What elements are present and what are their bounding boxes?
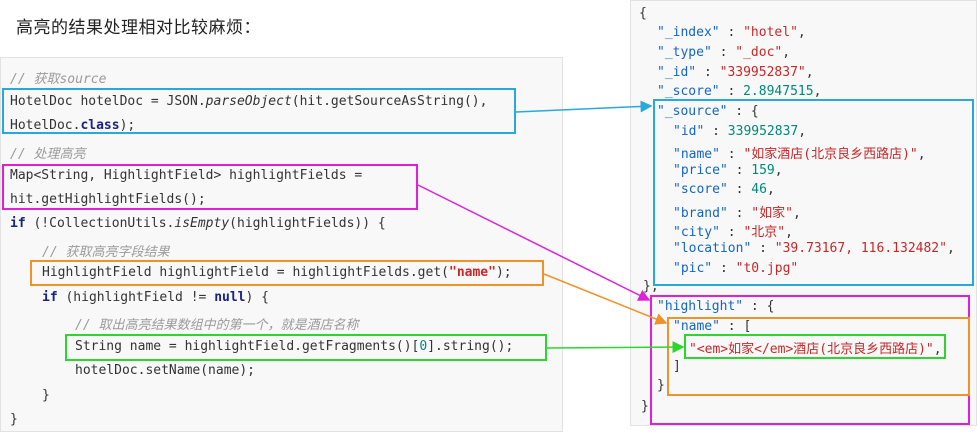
- json-key: "pic": [673, 261, 713, 276]
- code-token: String name = highlightField.getFragment…: [75, 339, 420, 354]
- json-value: "如家": [751, 206, 793, 221]
- code-line-if-empty: if (!CollectionUtils.isEmpty(highlightFi…: [10, 216, 386, 231]
- json-value: "_doc": [735, 45, 783, 60]
- json-close-brace: }: [641, 399, 649, 414]
- json-line-highlight-name: "name" : [: [673, 319, 752, 334]
- json-key: "name": [673, 147, 720, 162]
- json-key: "price": [673, 163, 728, 178]
- json-key: "highlight": [657, 299, 744, 314]
- code-token: ) {: [245, 290, 269, 305]
- json-key: "_type": [657, 45, 712, 60]
- json-line-source-brand: "brand" : "如家",: [673, 206, 801, 221]
- json-line-source-location: "location" : "39.73167, 116.132482",: [673, 241, 955, 256]
- json-line-source-city: "city" : "北京",: [673, 225, 793, 240]
- json-key: "score": [673, 182, 728, 197]
- code-line-close-outer: }: [10, 412, 18, 427]
- code-token: HotelDoc.: [10, 118, 81, 133]
- code-token: if: [42, 290, 58, 305]
- json-line-array-close: ]: [673, 359, 681, 374]
- json-key: "id": [673, 124, 705, 139]
- json-value: "北京": [743, 225, 786, 240]
- json-value: 159: [751, 163, 775, 178]
- json-key: "_id": [657, 65, 697, 80]
- code-token: isEmpty: [174, 216, 230, 231]
- code-token: );: [119, 118, 136, 133]
- json-line-type: "_type" : "_doc",: [657, 45, 791, 60]
- comment-get-highlight-field: // 获取高亮字段结果: [42, 245, 170, 260]
- json-line-source-score: "score" : 46,: [673, 182, 775, 197]
- json-value: "<em>如家</em>酒店(北京良乡西路店)": [689, 342, 934, 357]
- code-line-close-inner: }: [42, 388, 50, 403]
- java-code-panel: // 获取source HotelDoc hotelDoc = JSON.par…: [0, 57, 563, 432]
- json-key: "_score": [657, 84, 720, 99]
- code-line-class: HotelDoc.class);: [10, 118, 135, 133]
- code-line-set-name: hotelDoc.setName(name);: [75, 363, 256, 378]
- code-line-get-name-field: HighlightField highlightField = highligh…: [42, 265, 512, 280]
- json-line-highlight-fragment: "<em>如家</em>酒店(北京良乡西路店)",: [689, 342, 942, 357]
- json-line-source-pic: "pic" : "t0.jpg": [673, 261, 799, 276]
- json-value: 339952837: [727, 124, 799, 139]
- code-line-parse-object: HotelDoc hotelDoc = JSON.parseObject(hit…: [10, 94, 487, 109]
- json-key: "city": [673, 225, 720, 240]
- json-line-source-id: "id" : 339952837,: [673, 124, 807, 139]
- code-token: );: [495, 265, 512, 280]
- json-line-highlight: "highlight" : {: [657, 299, 775, 314]
- json-response-panel: { "_index" : "hotel", "_type" : "_doc", …: [630, 0, 977, 426]
- json-line-source: "_source" : {: [657, 104, 759, 119]
- comment-take-first-fragment: // 取出高亮结果数组中的第一个，就是酒店名称: [75, 318, 359, 333]
- code-token: if: [10, 216, 26, 231]
- slide-title: 高亮的结果处理相对比较麻烦：: [16, 18, 261, 38]
- json-value: "hotel": [743, 25, 798, 40]
- json-key: "_index": [657, 25, 720, 40]
- json-value: 2.8947515: [743, 84, 814, 99]
- json-key: "brand": [673, 206, 728, 221]
- code-token: 0: [419, 339, 428, 354]
- code-token: HotelDoc hotelDoc = JSON.: [10, 94, 206, 109]
- code-token: (highlightField !=: [57, 290, 215, 305]
- json-value: 46: [751, 182, 767, 197]
- code-token: (!CollectionUtils.: [25, 216, 175, 231]
- json-line-highlight-close: }: [657, 378, 665, 393]
- code-token: ].string();: [427, 339, 514, 354]
- code-line-if-not-null: if (highlightField != null) {: [42, 290, 269, 305]
- json-line-index: "_index" : "hotel",: [657, 25, 806, 40]
- code-line-map-decl: Map<String, HighlightField> highlightFie…: [10, 168, 363, 183]
- comment-get-source: // 获取source: [10, 72, 107, 87]
- json-value: "339952837": [719, 65, 806, 80]
- json-value: "39.73167, 116.132482": [774, 241, 947, 256]
- code-token: parseObject: [205, 94, 292, 109]
- code-token: (hit.getSourceAsString(),: [291, 94, 488, 109]
- json-line-id: "_id" : "339952837",: [657, 65, 814, 80]
- json-key: "location": [673, 241, 752, 256]
- comment-handle-highlight: // 处理高亮: [10, 147, 86, 162]
- json-line-source-price: "price" : 159,: [673, 163, 783, 178]
- json-key: "_source": [657, 104, 728, 119]
- json-line-source-close: },: [643, 279, 659, 294]
- code-token: (highlightFields)) {: [229, 216, 386, 231]
- code-token: HighlightField highlightField = highligh…: [42, 265, 449, 280]
- code-token: class: [80, 118, 120, 133]
- code-token: "name": [449, 265, 496, 280]
- json-line-score: "_score" : 2.8947515,: [657, 84, 822, 99]
- code-line-get-highlight-fields: hit.getHighlightFields();: [10, 192, 206, 207]
- json-value: "如家酒店(北京良乡西路店)": [743, 147, 918, 162]
- json-key: "name": [673, 319, 720, 334]
- json-line-source-name: "name" : "如家酒店(北京良乡西路店)",: [673, 147, 926, 162]
- code-token: null: [214, 290, 246, 305]
- code-line-get-fragments: String name = highlightField.getFragment…: [75, 339, 513, 354]
- json-value: "t0.jpg": [735, 261, 799, 276]
- json-open-brace: {: [639, 6, 647, 21]
